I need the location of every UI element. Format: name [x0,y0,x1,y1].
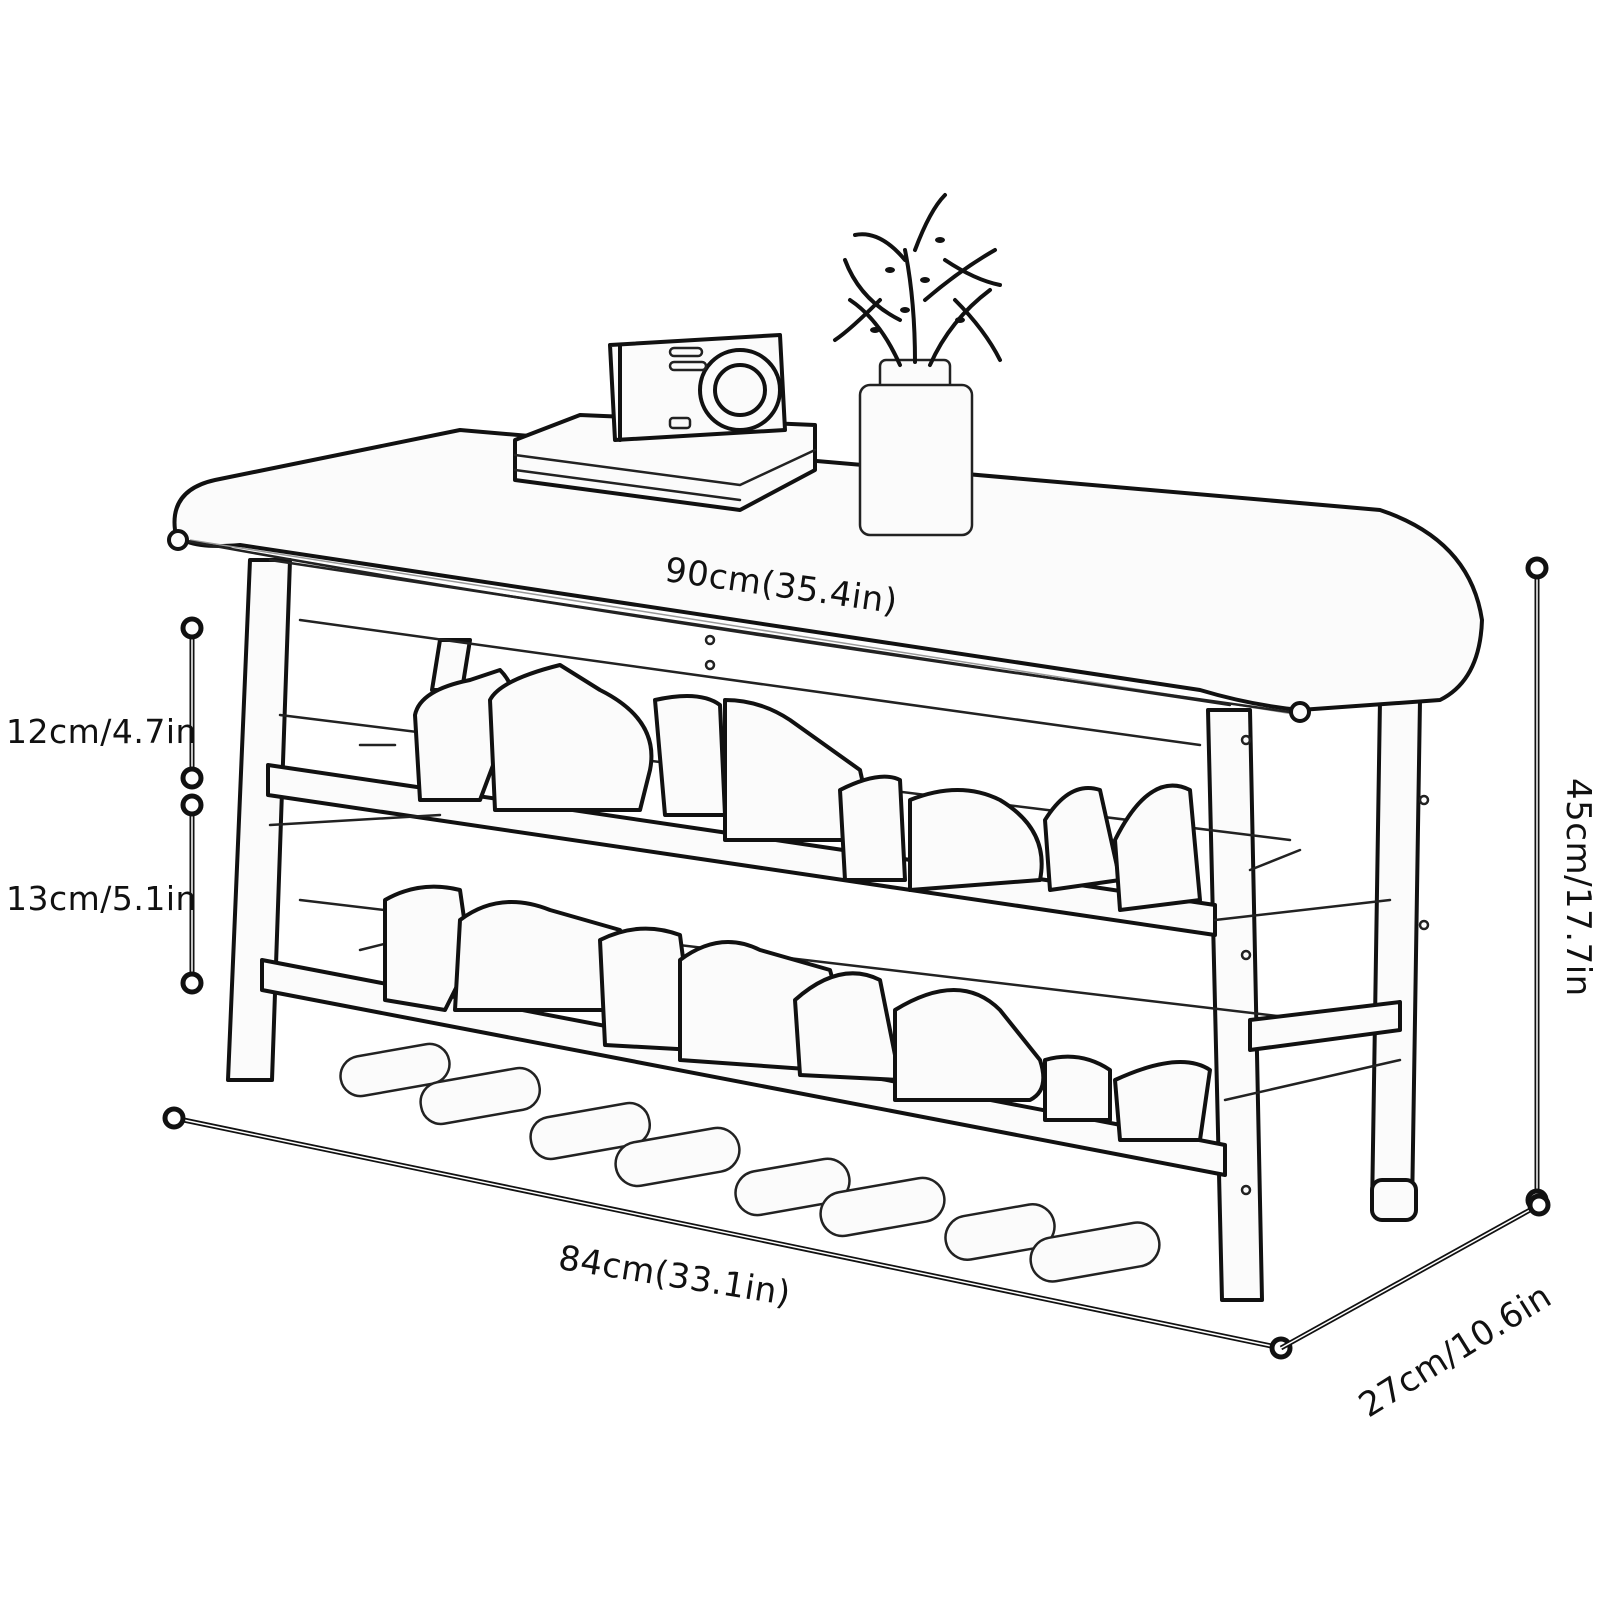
lower-shelf-gap-label: 13cm/5.1in [6,879,197,918]
floor-sandals [339,1042,1161,1283]
vase-with-plant [833,193,1002,537]
upper-shelf-gap-label: 12cm/4.7in [6,712,197,751]
upper-shelf-gap-dimension-line [180,616,204,790]
lower-shelf-shoes [383,884,1212,1142]
books-and-camera [513,333,817,512]
height-dimension-line [1525,556,1549,1212]
depth-dimension-line [1279,1193,1551,1351]
base-length-dimension-line [162,1106,1293,1360]
height-label: 45cm/17.7in [1558,778,1598,997]
upper-shelf-shoes [413,663,1202,912]
lower-shelf-gap-dimension-line [180,793,204,995]
cushion-seat [167,428,1484,723]
back-right-leg [1370,698,1422,1222]
